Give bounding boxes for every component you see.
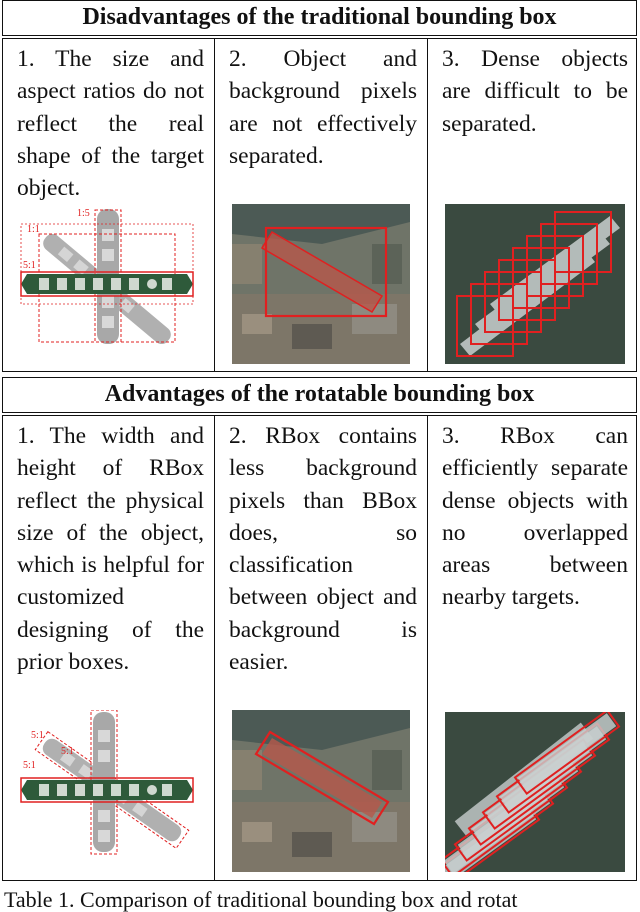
column-divider: [214, 39, 215, 371]
ships-rotated-figure: 5:1 5:1 5:1: [20, 710, 194, 855]
advantage-text-3: 3. RBox can efficiently sep­arate dense …: [442, 423, 628, 611]
ratio-label: 5:1: [31, 730, 44, 741]
advantages-row: 1. The width and height of RBox reflect …: [2, 415, 637, 881]
advantage-text-2: 2. RBox contains less background pixels …: [229, 423, 417, 676]
ratio-label: 1:1: [27, 224, 40, 235]
green-ship-horizontal: [21, 274, 193, 294]
disadvantage-text-3: 3. Dense ob­jects are difficult to be se…: [442, 46, 628, 137]
dense-ships-bbox-figure: [445, 204, 625, 364]
disadvantage-text-2: 2. Object and background pix­els are not…: [229, 46, 417, 169]
column-divider: [427, 39, 428, 371]
disadvantage-cell-2: 2. Object and background pix­els are not…: [215, 39, 427, 371]
disadvantage-cell-3: 3. Dense ob­jects are difficult to be se…: [428, 39, 638, 371]
advantages-title: Advantages of the rotatable bounding box: [2, 377, 637, 413]
column-divider: [214, 416, 215, 880]
ships-axis-aligned-figure: 1:5 1:1 5:1: [20, 208, 194, 344]
disadvantages-title: Disadvantages of the traditional boundin…: [2, 0, 637, 36]
ratio-label: 1:5: [77, 208, 90, 219]
table-caption: Table 1. Comparison of traditional bound…: [4, 887, 518, 912]
advantage-text-1: 1. The width and height of RBox reflect …: [17, 423, 204, 676]
dense-ships-rbox-figure: [445, 712, 625, 872]
disadvantage-text-1: 1. The size and aspect ratios do not ref…: [17, 46, 204, 202]
advantage-cell-2: 2. RBox contains less background pixels …: [215, 416, 427, 880]
ratio-label: 5:1: [23, 760, 36, 771]
ship-aerial-bbox-figure: [232, 204, 410, 364]
advantage-cell-3: 3. RBox can efficiently sep­arate dense …: [428, 416, 638, 880]
ratio-label: 5:1: [23, 260, 36, 271]
disadvantages-row: 1. The size and aspect ratios do not ref…: [2, 38, 637, 372]
disadvantage-cell-1: 1. The size and aspect ratios do not ref…: [3, 39, 214, 371]
advantage-cell-1: 1. The width and height of RBox reflect …: [3, 416, 214, 880]
ship-hull-diagonal: [254, 730, 390, 826]
ratio-label: 5:1: [61, 746, 74, 757]
overlapping-bboxes: [456, 211, 612, 357]
green-ship-horizontal: [21, 780, 193, 800]
ship-aerial-rbox-figure: [232, 710, 410, 872]
column-divider: [427, 416, 428, 880]
rotated-boxes: [445, 712, 621, 872]
